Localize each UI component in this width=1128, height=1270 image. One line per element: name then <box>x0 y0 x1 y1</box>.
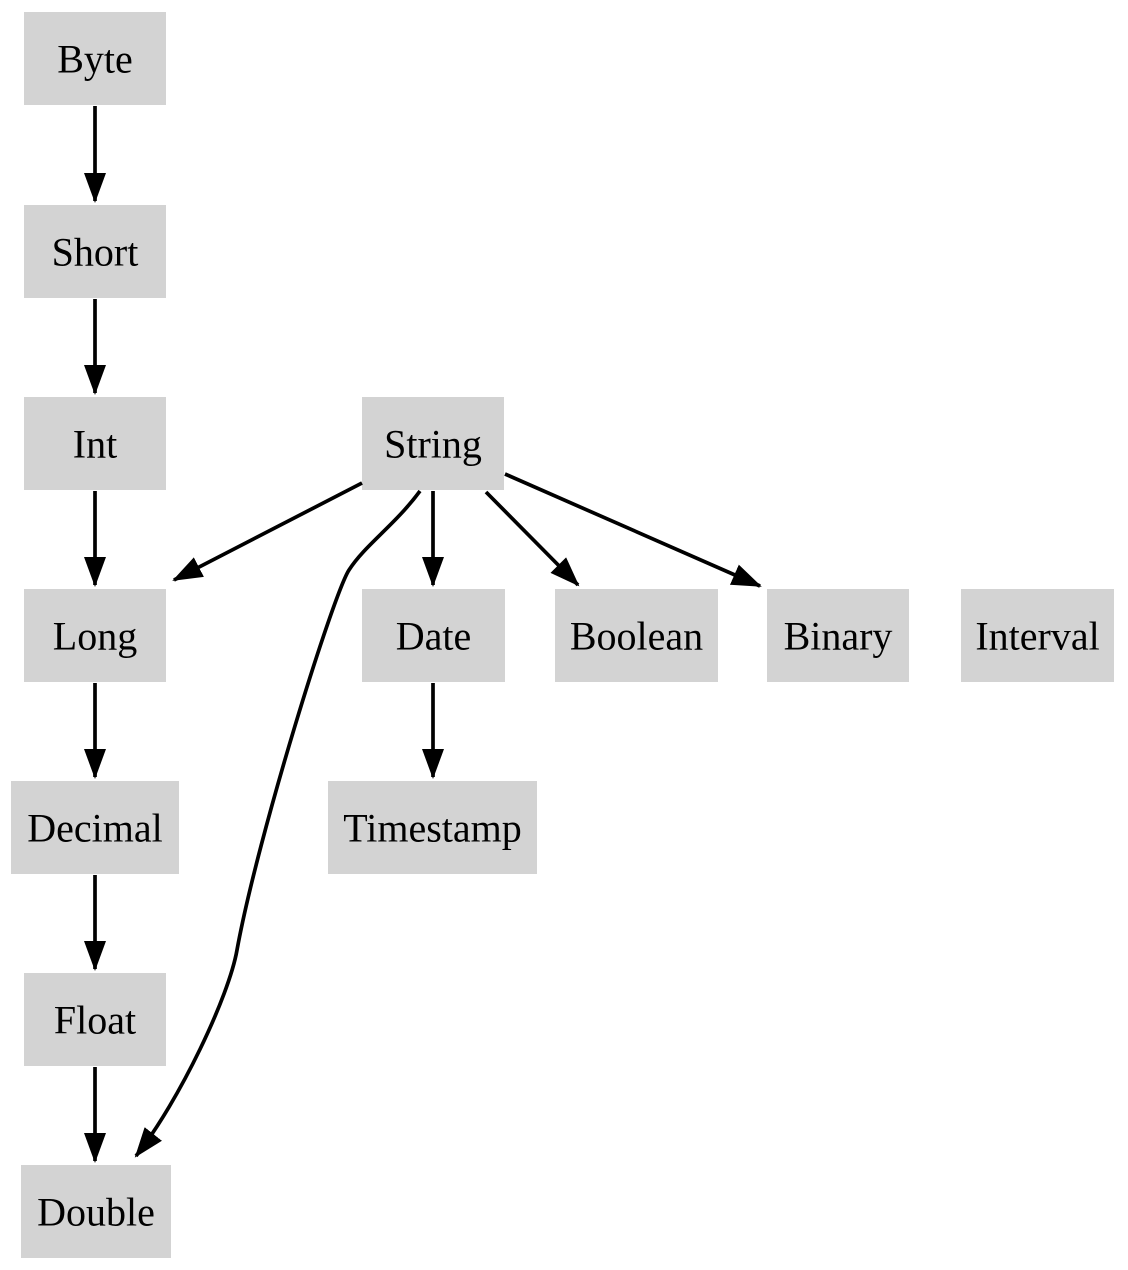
node-label-boolean: Boolean <box>570 614 703 659</box>
node-label-double: Double <box>37 1190 155 1235</box>
node-timestamp: Timestamp <box>328 781 537 874</box>
node-box-float <box>24 973 166 1066</box>
node-box-string <box>362 397 504 490</box>
node-box-date <box>362 589 505 682</box>
node-binary: Binary <box>767 589 909 682</box>
node-box-double <box>21 1165 171 1258</box>
node-label-string: String <box>384 422 482 467</box>
edge-string-double <box>134 489 422 1158</box>
node-box-byte <box>24 12 166 105</box>
node-label-date: Date <box>396 614 472 659</box>
node-label-binary: Binary <box>784 614 893 659</box>
node-box-interval <box>961 589 1114 682</box>
node-byte: Byte <box>24 12 166 105</box>
node-box-timestamp <box>328 781 537 874</box>
node-label-long: Long <box>53 614 137 659</box>
edge-string-boolean <box>484 490 580 587</box>
node-long: Long <box>24 589 166 682</box>
node-short: Short <box>24 205 166 298</box>
node-label-int: Int <box>73 422 117 467</box>
node-label-float: Float <box>54 998 136 1043</box>
edge-string-long <box>172 481 363 582</box>
node-string: String <box>362 397 504 490</box>
edge-string-binary <box>504 472 762 588</box>
node-box-boolean <box>555 589 718 682</box>
node-box-decimal <box>11 781 179 874</box>
node-interval: Interval <box>961 589 1114 682</box>
node-box-int <box>24 397 166 490</box>
node-int: Int <box>24 397 166 490</box>
node-label-interval: Interval <box>975 614 1099 659</box>
node-label-byte: Byte <box>57 37 133 82</box>
node-double: Double <box>21 1165 171 1258</box>
node-label-timestamp: Timestamp <box>343 806 522 851</box>
node-date: Date <box>362 589 505 682</box>
node-box-short <box>24 205 166 298</box>
node-decimal: Decimal <box>11 781 179 874</box>
node-boolean: Boolean <box>555 589 718 682</box>
node-float: Float <box>24 973 166 1066</box>
node-box-long <box>24 589 166 682</box>
node-box-binary <box>767 589 909 682</box>
node-label-decimal: Decimal <box>27 806 163 851</box>
node-label-short: Short <box>52 230 139 275</box>
